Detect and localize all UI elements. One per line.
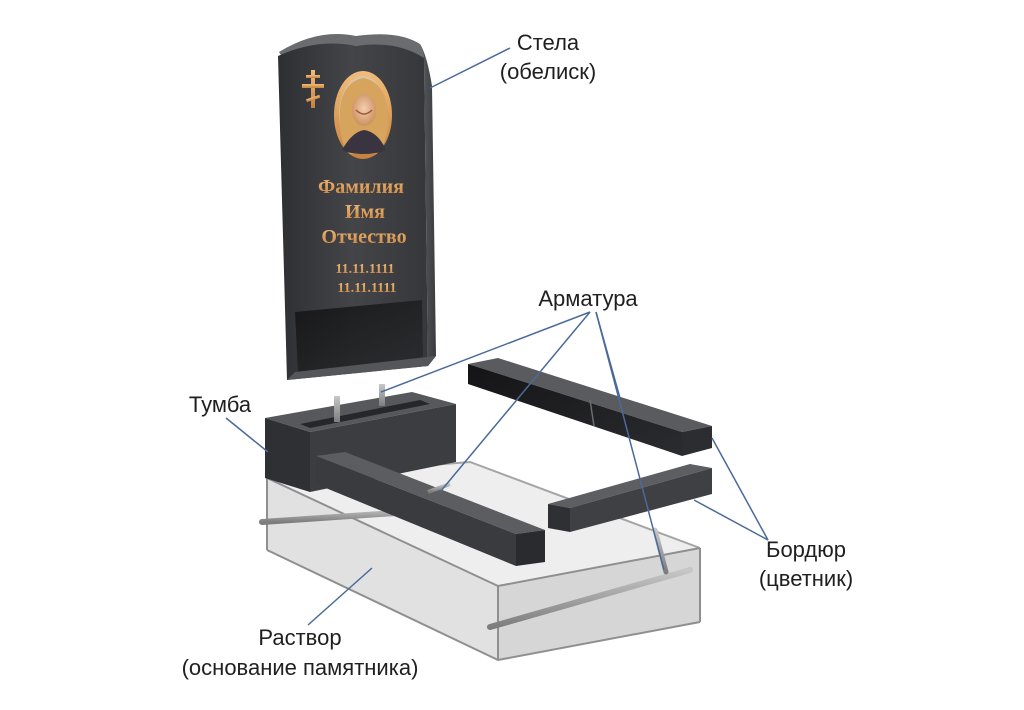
- inscription-surname: Фамилия: [318, 176, 404, 198]
- leader-armatura-2: [439, 311, 591, 493]
- leader-lines: [225, 47, 769, 626]
- portrait-medallion: [334, 71, 392, 159]
- label-rastvor-sub: (основание памятника): [182, 655, 419, 680]
- leader-armatura-4: [595, 311, 665, 571]
- labels: Стела (обелиск) Арматура Тумба Бордюр (ц…: [182, 30, 854, 680]
- orthodox-cross-icon: [302, 70, 324, 108]
- rebar-rod: [334, 396, 340, 422]
- border-back-rail: [468, 358, 712, 456]
- label-bordyur: Бордюр: [766, 537, 846, 562]
- label-armatura: Арматура: [538, 286, 638, 311]
- label-stela: Стела: [517, 30, 580, 55]
- stela-inscription: Фамилия Имя Отчество 11.11.1111 11.11.11…: [318, 176, 407, 296]
- inscription-date-death: 11.11.1111: [337, 281, 396, 296]
- label-stela-sub: (обелиск): [500, 59, 597, 84]
- inscription-patronymic: Отчество: [321, 226, 406, 248]
- leader-bordyur-1: [711, 437, 769, 541]
- leader-tumba: [225, 417, 269, 453]
- leader-stela: [429, 47, 511, 89]
- inscription-name: Имя: [345, 201, 385, 223]
- label-bordyur-sub: (цветник): [759, 566, 853, 591]
- label-tumba: Тумба: [189, 392, 252, 417]
- leader-rastvor: [307, 567, 373, 626]
- label-rastvor: Раствор: [258, 625, 341, 650]
- rebar-rod: [379, 384, 385, 406]
- rebar-rod: [652, 527, 669, 575]
- border-front-rail: [316, 452, 545, 566]
- tumba-pedestal: [265, 384, 456, 492]
- inscription-date-birth: 11.11.1111: [335, 262, 394, 277]
- rebar-rod: [487, 567, 693, 630]
- leader-armatura-1: [380, 311, 591, 393]
- border-side-rail: [548, 464, 712, 532]
- leader-bordyur-2: [693, 499, 769, 541]
